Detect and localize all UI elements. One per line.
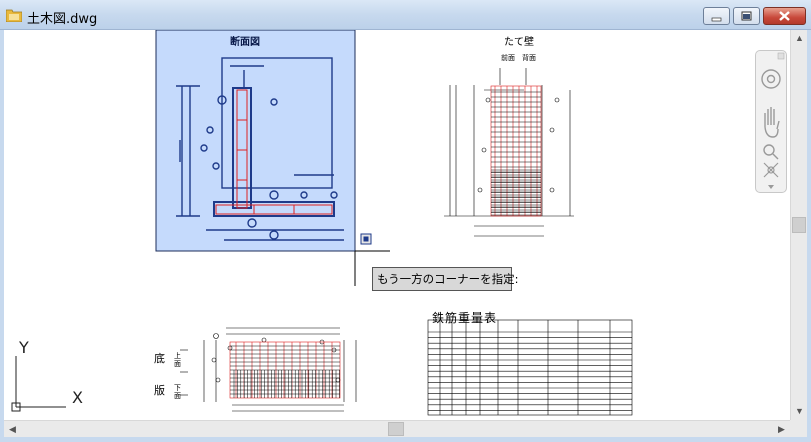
wall-rebar-grid-lines <box>491 91 541 216</box>
vertical-scroll-thumb[interactable] <box>792 217 806 233</box>
selection-window <box>155 30 390 286</box>
orbit-icon[interactable] <box>763 162 779 178</box>
horizontal-scrollbar[interactable]: ◀ ▶ <box>4 420 790 437</box>
slab-label-2: 版 <box>154 384 165 397</box>
ucs-y-label: Y <box>19 338 29 357</box>
window-frame-right <box>807 30 811 442</box>
section-drawing <box>176 57 344 241</box>
navbar-close-icon[interactable] <box>777 52 785 60</box>
wall-drawing <box>444 68 574 237</box>
slab-side-label-top: 上面 <box>174 352 181 368</box>
app-file-icon <box>6 9 22 22</box>
maximize-button[interactable] <box>733 7 760 25</box>
minimize-button[interactable] <box>703 7 730 25</box>
close-button[interactable] <box>763 7 806 25</box>
table-title: 鉄筋重量表 <box>432 311 498 325</box>
drawing-canvas[interactable]: 断面図 たて壁 前面 背面 鉄筋重量表 底 版 上面 下面 Y X もう一方のコ… <box>4 30 790 420</box>
horizontal-scroll-thumb[interactable] <box>388 422 404 436</box>
vertical-scrollbar[interactable]: ▲ ▼ <box>790 30 807 420</box>
section-title: 断面図 <box>230 37 260 48</box>
steering-wheel-icon[interactable] <box>761 69 781 89</box>
slab-label-1: 底 <box>154 352 165 365</box>
slab-side-label-bottom: 下面 <box>174 384 181 400</box>
ucs-x-label: X <box>72 388 83 407</box>
window-title: 土木図.dwg <box>27 12 98 27</box>
zoom-icon[interactable] <box>763 144 779 160</box>
wall-rebar-outline <box>490 85 542 217</box>
minimize-icon <box>711 17 722 22</box>
scroll-right-icon[interactable]: ▶ <box>778 424 785 434</box>
slab-drawing <box>180 327 357 412</box>
title-bar: 土木図.dwg <box>0 0 811 30</box>
scroll-up-icon[interactable]: ▲ <box>795 33 804 43</box>
drawing-svg <box>11 30 633 416</box>
rebar-weight-table <box>427 319 633 416</box>
scrollbar-corner <box>790 420 807 437</box>
wall-rebar-grid <box>490 85 542 217</box>
navbar-menu-icon[interactable] <box>768 185 774 189</box>
close-icon <box>779 11 790 21</box>
wall-front-label: 前面 <box>501 54 515 62</box>
table-outline <box>427 319 633 416</box>
window-frame-bottom <box>0 437 811 442</box>
wall-title: たて壁 <box>504 37 534 48</box>
wall-back-label: 背面 <box>522 54 536 62</box>
pan-icon[interactable] <box>764 107 780 138</box>
grip-box[interactable] <box>360 233 372 245</box>
slab-rebar-grid-lines <box>230 345 340 398</box>
scroll-down-icon[interactable]: ▼ <box>795 406 804 416</box>
restore-icon <box>741 11 752 21</box>
window-frame-left <box>0 30 4 442</box>
ucs-icon <box>11 356 66 412</box>
navigation-bar[interactable] <box>755 50 787 193</box>
scroll-left-icon[interactable]: ◀ <box>9 424 16 434</box>
section-rebar <box>215 89 333 215</box>
command-prompt-tooltip: もう一方のコーナーを指定: <box>372 267 519 291</box>
